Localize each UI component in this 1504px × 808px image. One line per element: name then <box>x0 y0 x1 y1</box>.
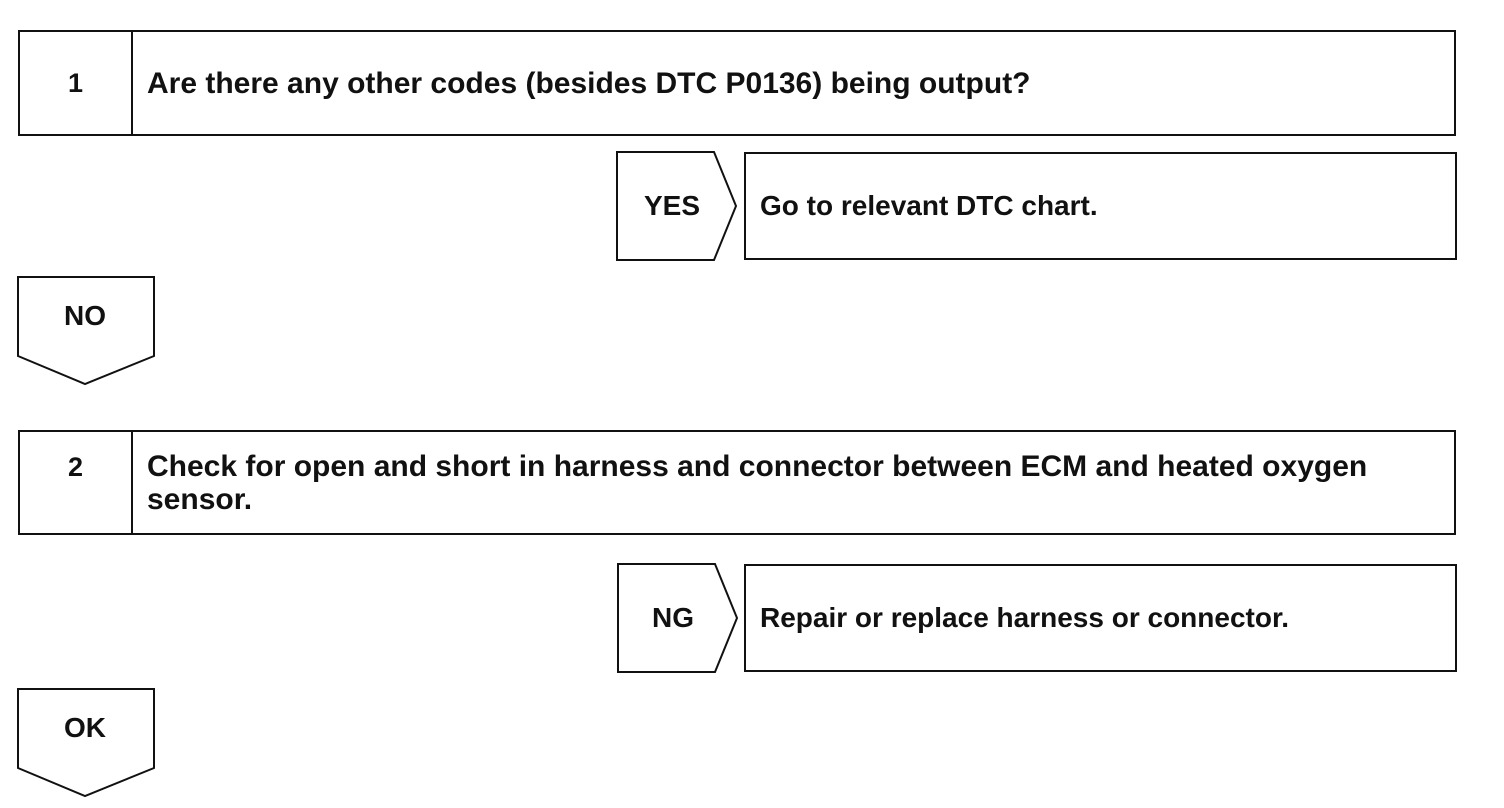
yes-arrow-shape <box>616 151 738 261</box>
yes-arrow: YES <box>616 151 738 261</box>
yes-label: YES <box>643 190 701 221</box>
step-1-box: 1 Are there any other codes (besides DTC… <box>18 30 1456 136</box>
no-arrow: NO <box>17 276 157 388</box>
no-label: NO <box>64 300 106 331</box>
ng-label: NG <box>652 602 694 633</box>
yes-result-box: Go to relevant DTC chart. <box>744 152 1457 260</box>
ng-arrow: NG <box>617 563 739 673</box>
ok-label: OK <box>64 712 106 743</box>
step-2-box: 2 Check for open and short in harness an… <box>18 430 1456 535</box>
step-1-number: 1 <box>20 32 133 134</box>
ng-result-box: Repair or replace harness or connector. <box>744 564 1457 672</box>
ok-arrow: OK <box>17 688 157 800</box>
step-2-instruction: Check for open and short in harness and … <box>147 450 1368 516</box>
ok-arrow-shape <box>17 688 155 798</box>
step-1-question: Are there any other codes (besides DTC P… <box>147 67 1031 100</box>
ng-arrow-shape <box>617 563 739 673</box>
step-2-number: 2 <box>20 432 133 533</box>
no-arrow-shape <box>17 276 155 386</box>
